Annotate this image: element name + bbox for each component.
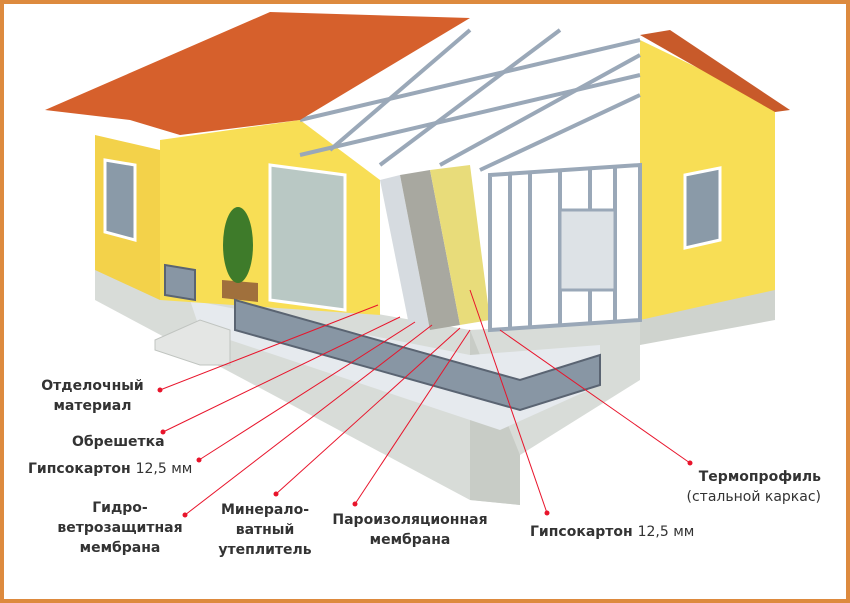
label-wind-membrane: Гидро- ветрозащитная мембрана: [50, 498, 190, 558]
label-normal: (стальной каркас): [686, 489, 821, 505]
insulation-layer: [430, 165, 490, 325]
label-bold: Гипсокартон: [28, 461, 131, 477]
label-thermoprofile: Термопрофиль (стальной каркас): [686, 467, 821, 507]
mineral-wool: [400, 170, 460, 330]
window-right: [683, 166, 722, 250]
label-line: Пароизоляционная: [332, 512, 488, 528]
label-line: ватный: [235, 522, 295, 538]
label-bold: Термопрофиль: [698, 469, 821, 485]
patio-door: [268, 163, 347, 312]
label-lathing: Обрешетка: [72, 434, 165, 450]
label-line: ветрозащитная: [57, 520, 183, 536]
label-line: Гидро-: [92, 500, 148, 516]
label-line: Отделочный: [41, 378, 144, 394]
railing: [164, 263, 601, 412]
label-vapor-membrane: Пароизоляционная мембрана: [325, 510, 495, 550]
window-left: [103, 158, 137, 242]
label-drywall-outer: Гипсокартон 12,5 мм: [28, 459, 192, 479]
label-bold: Гипсокартон: [530, 524, 633, 540]
callout-dots: [157, 387, 693, 518]
label-normal: 12,5 мм: [637, 524, 695, 540]
label-line: утеплитель: [218, 542, 312, 558]
label-line: Минерало-: [220, 502, 310, 518]
label-line: мембрана: [369, 532, 451, 548]
planter: [222, 280, 258, 302]
steps: [154, 319, 231, 366]
label-insulation: Минерало- ватный утеплитель: [205, 500, 325, 560]
label-finish: Отделочный материал: [35, 376, 150, 416]
plant: [223, 207, 253, 283]
label-line: материал: [53, 398, 132, 414]
frame-opening: [558, 208, 617, 292]
membrane-layer: [380, 175, 430, 330]
steel-frame: [299, 28, 642, 333]
label-normal: 12,5 мм: [135, 461, 193, 477]
label-drywall-inner: Гипсокартон 12,5 мм: [530, 522, 694, 542]
callout-lines: [159, 289, 691, 516]
roof: [45, 12, 470, 135]
label-line: мембрана: [79, 540, 161, 556]
